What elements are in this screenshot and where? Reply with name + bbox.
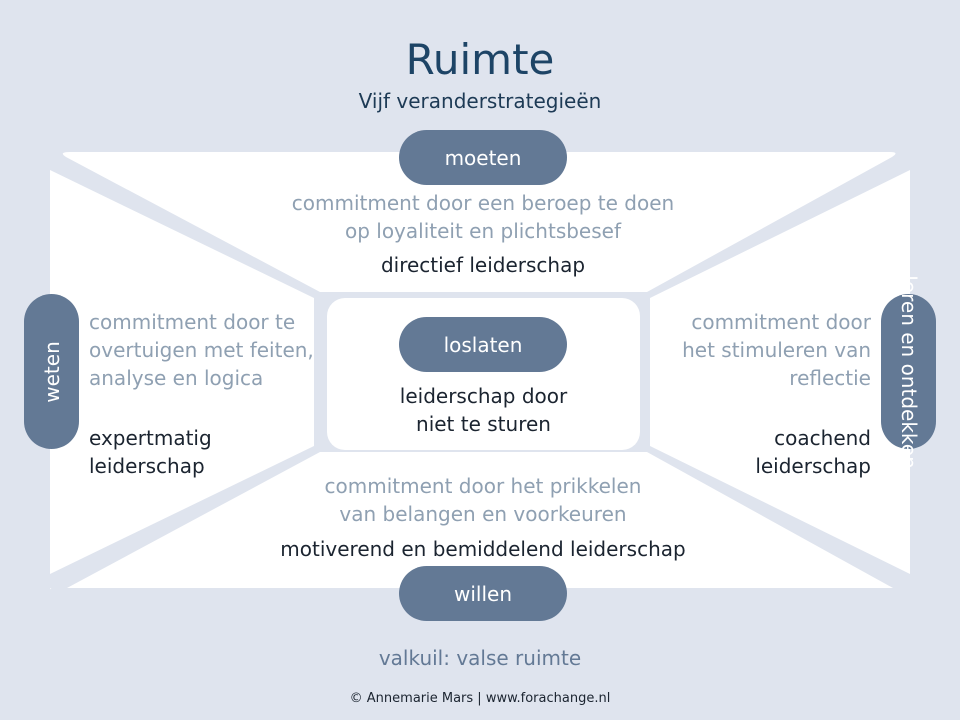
strategy-pill-leren-en-ontdekken: leren en ontdekken — [881, 275, 936, 468]
strategy-pill-loslaten: loslaten — [399, 317, 567, 372]
leadership-motiverend: motiverend en bemiddelend leiderschap — [280, 537, 686, 561]
panel-left-main — [50, 170, 314, 574]
commitment-moeten: commitment door een beroep te doen op lo… — [291, 191, 675, 243]
panel-bottom — [67, 452, 893, 588]
page-subtitle: Vijf veranderstrategieën — [358, 89, 602, 113]
commitment-willen: commitment door het prikkelen van belang… — [324, 474, 642, 526]
leadership-expertmatig: expertmatig leiderschap — [89, 426, 212, 478]
panel-right-main — [650, 170, 910, 574]
strategy-pill-moeten: moeten — [399, 130, 567, 185]
pitfall-text: valkuil: valse ruimte — [378, 646, 582, 670]
copyright-footer: © Annemarie Mars | www.forachange.nl — [349, 691, 611, 706]
page-title: Ruimte — [405, 35, 555, 84]
strategy-pill-weten: weten — [24, 294, 79, 449]
commitment-weten: commitment door te overtuigen met feiten… — [89, 310, 314, 390]
strategy-pill-weten-label: weten — [39, 340, 64, 403]
commitment-leren: commitment door het stimuleren van refle… — [682, 310, 871, 390]
panel-top — [62, 152, 896, 292]
leadership-coachend: coachend leiderschap — [755, 426, 871, 478]
strategy-pill-leren-label: leren en ontdekken — [896, 274, 921, 469]
leadership-loslaten: leiderschap door niet te sturen — [399, 384, 568, 436]
strategy-pill-willen: willen — [399, 566, 567, 621]
leadership-directief: directief leiderschap — [380, 253, 586, 277]
